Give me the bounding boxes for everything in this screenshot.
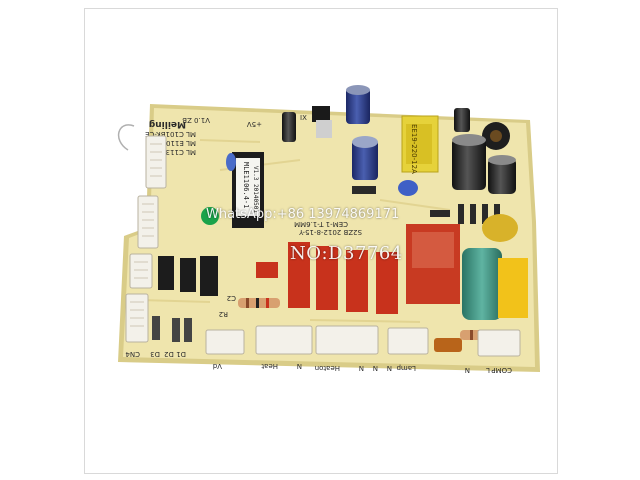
silk-r2: R2 bbox=[219, 310, 228, 318]
ceramic-capacitor bbox=[398, 180, 418, 196]
microcontroller-chip: MLE1106.4-1 V1.3 20140501 bbox=[232, 152, 264, 228]
switching-transformer: EE19-220-12A bbox=[401, 115, 439, 174]
label-n-3: N bbox=[373, 364, 378, 372]
silk-d3: D3 bbox=[150, 350, 160, 358]
bottom-diodes bbox=[152, 316, 192, 342]
chip-label-2: V1.3 20140501 bbox=[252, 166, 259, 213]
small-electrolytic-capacitor bbox=[282, 112, 296, 142]
regulator-heatsink bbox=[316, 120, 332, 138]
label-n-4: N bbox=[387, 364, 392, 372]
voltage-regulator bbox=[312, 106, 330, 122]
black-capacitors bbox=[452, 108, 516, 194]
green-sticker bbox=[201, 207, 219, 225]
silk-model-3: ML C1132 bbox=[161, 148, 196, 156]
label-heaton: Heaton bbox=[315, 364, 340, 372]
x2-capacitor bbox=[498, 258, 528, 318]
small-red-component bbox=[256, 262, 278, 278]
transformer-label: EE19-220-12A bbox=[410, 124, 418, 174]
silk-date-code: S2ZB 2012-8-15-Y bbox=[298, 228, 362, 236]
label-n-1: N bbox=[297, 362, 302, 370]
silk-brand: Meiling bbox=[149, 119, 186, 129]
silk-cem-code: CEM-1 T-1.6MM bbox=[294, 220, 348, 228]
bottom-connectors bbox=[205, 325, 521, 357]
silk-d1-d2: D1 D2 bbox=[164, 350, 186, 358]
blue-electrolytic-capacitors bbox=[346, 85, 378, 180]
label-comp: COMP bbox=[491, 366, 512, 374]
relays bbox=[288, 224, 460, 314]
label-vd: Vd bbox=[213, 362, 222, 370]
silk-model-2: ML E1106 bbox=[161, 139, 196, 147]
loose-wire bbox=[117, 124, 135, 151]
power-triacs bbox=[158, 256, 218, 296]
item-number-watermark: NO:D37764 bbox=[290, 243, 403, 264]
label-n-2: N bbox=[359, 364, 364, 372]
silk-plus5v: +5V bbox=[247, 120, 262, 128]
diode-row bbox=[352, 186, 500, 224]
label-n-5: N bbox=[465, 366, 470, 374]
silk-model-1: ML C101BK-CE bbox=[145, 130, 196, 138]
chip-label-1: MLE1106.4-1 bbox=[242, 162, 250, 208]
silk-ix: IX bbox=[300, 114, 307, 122]
label-l: L bbox=[486, 366, 490, 374]
silk-c2: C2 bbox=[227, 294, 236, 302]
whatsapp-watermark: WhatsApp:+86 13974869171 bbox=[206, 207, 400, 222]
varistor bbox=[482, 214, 518, 242]
film-capacitor bbox=[462, 248, 502, 320]
small-blue-capacitor bbox=[226, 153, 236, 171]
silk-cn4: CN4 bbox=[125, 350, 140, 358]
label-lamp: Lamp bbox=[396, 364, 416, 372]
silk-version: V1.0 ZB bbox=[182, 116, 210, 124]
label-heat: Heat bbox=[261, 362, 278, 370]
